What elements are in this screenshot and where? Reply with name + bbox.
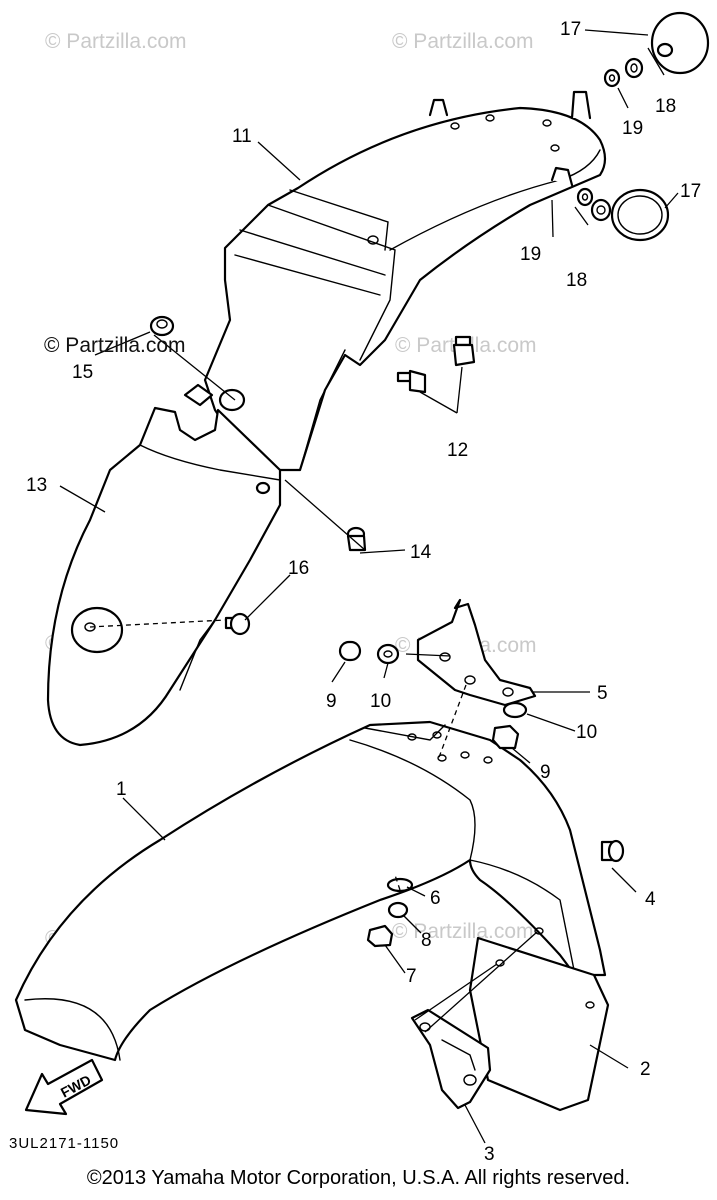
callout-10: 10 [576,722,597,743]
callout-18: 18 [566,270,587,291]
callout-9: 9 [326,691,337,712]
washer-part-19 [576,187,594,207]
bolt-part-9-upper [338,640,362,662]
callout-5: 5 [597,683,608,704]
watermark: © Partzilla.com [392,30,534,53]
bolt-part-14 [346,526,367,552]
callout-12: 12 [447,440,468,461]
callout-19: 19 [520,244,541,265]
front-fender-part-1 [14,720,607,1062]
callout-3: 3 [484,1144,495,1165]
washer-part-19 [603,68,621,88]
callout-8: 8 [421,930,432,951]
callout-11: 11 [232,126,252,147]
forward-arrow-icon: FWD [24,1058,104,1116]
washer-part-18 [590,198,612,222]
washer-part-10-upper [376,643,400,665]
callout-2: 2 [640,1059,651,1080]
rear-fender-part-11 [183,90,607,472]
callout-1: 1 [116,779,127,800]
bolt-part-12-upper [452,335,476,367]
bracket-part-3 [410,1008,492,1110]
bolt-part-7 [366,924,394,948]
stay-part-5 [416,598,537,707]
callout-4: 4 [645,889,656,910]
watermark: © Partzilla.com [392,920,534,943]
callout-19: 19 [622,118,643,139]
callout-17: 17 [680,181,701,202]
mud-guard-part-13 [46,406,282,747]
diagram-code: 3UL2171-1150 [9,1135,120,1152]
washer-part-18 [624,57,644,79]
mud-flap-part-2 [468,936,610,1112]
callout-7: 7 [406,966,417,987]
watermark-prominent: © Partzilla.com [44,334,186,357]
cap-part-17-upper [650,11,710,75]
washer-part-6 [386,877,414,893]
screw-part-16 [224,612,251,636]
bolt-part-9-lower [491,724,520,750]
callout-14: 14 [410,542,432,563]
callout-9: 9 [540,762,551,783]
callout-15: 15 [72,362,93,383]
bolt-part-12-lower [396,369,427,394]
watermark: © Partzilla.com [45,30,187,53]
cap-part-17-lower [610,188,670,242]
callout-6: 6 [430,888,441,909]
callout-10: 10 [370,691,391,712]
bolt-part-4 [600,839,625,863]
nut-part-15 [149,315,175,337]
callout-17: 17 [560,19,581,40]
washer-part-10-lower [502,701,528,719]
callout-13: 13 [26,475,47,496]
copyright-notice: ©2013 Yamaha Motor Corporation, U.S.A. A… [86,1167,631,1189]
washer-part-8 [387,901,409,919]
callout-16: 16 [288,558,309,579]
callout-18: 18 [655,96,676,117]
